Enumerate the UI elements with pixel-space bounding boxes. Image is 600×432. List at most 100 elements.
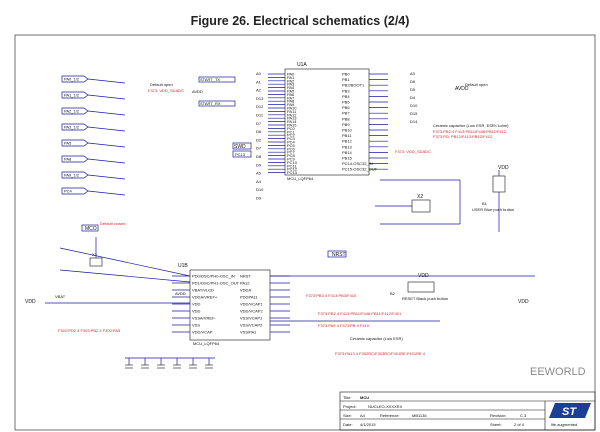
net-tag-wire [87,190,126,196]
u1a-left-pin-name: PA8 [287,99,295,104]
u1b-left-pin-name: VSS [192,323,200,328]
u1a-right-pin-name: PB13 [342,144,353,149]
u1b-left-pin-name: VBAT/VLCD [192,288,214,293]
u1b-left-pin-name: VDD/VCAP [192,330,213,335]
red-annot-3: F373: VDD_SDADC [395,149,431,154]
u1a-right-pin-name: PB0 [342,72,350,77]
tb-date-label: Date: [343,422,353,427]
arduino-left-label: D9 [256,162,262,167]
avdd-left-label: AVDD [192,89,203,94]
u1a-left-pin-name: PA4 [287,85,295,90]
net-tag-wire [87,142,126,148]
nrst-tag [327,250,347,258]
u1a-left-pin-name: PA1 [287,75,295,80]
u1b-right-pin-name: VSS/PA1 [240,330,257,335]
tb-revision-label: Revision: [490,413,506,418]
u1b-body [189,269,271,341]
u1a-left-pin-name: PC10 [287,160,298,165]
u1b-right-pins: NRSTPA12VDDAPDDPA11VDD/VCAP1VDD/VCAP2VSS… [240,274,290,335]
u1a-left-pin-name: PC6 [287,146,296,151]
u1a-right-pin-name: PB3 [342,88,350,93]
arduino-left-label: D7 [256,146,262,151]
reset-button-b2 [407,281,435,293]
vdd-right-label: VDD [518,299,529,305]
u1b-right-pin-name: VDD/VCAP1 [240,302,263,307]
u1a-right-pin-name: PB1 [342,77,350,82]
u1a-right-pin-name: PB8 [342,116,350,121]
arduino-left-label: D13 [256,96,264,101]
net-tag-box [61,91,89,99]
u1a-right-pin-name: PB5 [342,100,350,105]
net-tag-wire [87,174,126,180]
net-tag-box [61,139,89,147]
default-closed-note: Default closed [100,221,125,226]
start-rx-tag [198,100,236,107]
st-logo-text: ST [562,406,577,418]
crystal-x3 [89,257,103,267]
start-tx-label: START_TX [200,77,220,82]
u1a-left-pin-name: PA14 [287,119,297,124]
title-block [339,391,596,431]
arduino-right-label: D14 [410,119,418,124]
tb-size-label: Size: [343,413,352,418]
u1a-left-pin-name: PC8 [287,153,296,158]
red-annot-6: F373:PB2 4 F413:PB11/F446:PB11/F412/F401 [318,311,402,316]
net-tag-label: PA3_1/2 [64,125,80,130]
u1a-left-pin-name: PA6 [287,92,295,97]
mco-tag [81,224,99,232]
schematic-frame [14,34,596,431]
watermark: EEWORLD [530,366,586,378]
osc-out-wire [59,269,191,283]
arduino-left-label: A0 [256,71,262,76]
avdd-u1b-label: AVDD [175,291,186,296]
arduino-right-label: D6 [410,79,416,84]
u1b-right-pin-name: VSS/VCAP2 [240,323,263,328]
u1b-right-pin-name: VDD/VCAP2 [240,309,263,314]
net-tag-wire [87,94,126,100]
u1b-left-pin-name: VDD [192,309,201,314]
osc-in-wire [59,247,191,277]
net-tag-wire [87,126,126,132]
net-tag-label: PA0_1/2 [64,77,80,82]
net-tags-group: PA0_1/2PA1_1/2PA2_1/2PA3_1/2PA5PA8PA9_1/… [61,75,126,196]
net-tag-wire [87,158,126,164]
net-tag-label: PA5 [64,141,72,146]
net-tag-box [61,123,89,131]
u1b-left-pin-name: PD0/OSC/PH0-OSC_IN [192,274,235,279]
tb-revision-value: C.3 [520,413,527,418]
net-tag-box [61,75,89,83]
u1a-right-pin-name: PB4 [342,94,350,99]
u1b-right-pin-name: NRST [240,274,251,279]
vbat-label: VBAT [55,294,66,299]
u1a-left-pin-name: PA13 [287,116,297,121]
tb-size-value: A4 [360,413,366,418]
u1a-left-pin-name: PA0 [287,72,295,77]
net-tag-box [61,171,89,179]
u1a-left-pin-name: PA10 [287,106,297,111]
net-tag-box [61,107,89,115]
u1b-left-pin-name: PD1/OSC/PH1-OSC_OUT [192,281,240,286]
net-tag-wire [87,110,126,116]
default-open-right: Default open [465,82,488,87]
net-tag-label: PA8 [64,157,72,162]
red-annot-2: F373:PD: PB12/F413:PB12/F412 [433,134,493,139]
vdd-left-label: VDD [25,299,36,305]
mco-label: MCO [85,226,97,232]
tb-project-value: NUCLEO-XXXXRX [368,404,403,409]
u1a-right-pin-name: PB11 [342,133,352,138]
u1a-left-pin-name: PA11 [287,109,297,114]
arduino-left-label: D9 [256,196,262,201]
u1a-left-pin-name: PA2 [287,78,295,83]
u1a-left-pin-name: PC2 [287,133,296,138]
tb-sheet-value: 2 of 4 [514,422,525,427]
u1a-left-pin-name: PA3 [287,82,295,87]
arduino-right-label: D4 [410,95,416,100]
arduino-left-label: D10 [256,187,264,192]
net-tag-box [61,155,89,163]
tb-reference-label: Reference: [380,413,400,418]
u1a-left-pin-name: PC4 [287,140,296,145]
u1a-left-pin-name: PA9 [287,102,295,107]
red-annot-left: F373: VDD_SDADC [148,88,184,93]
